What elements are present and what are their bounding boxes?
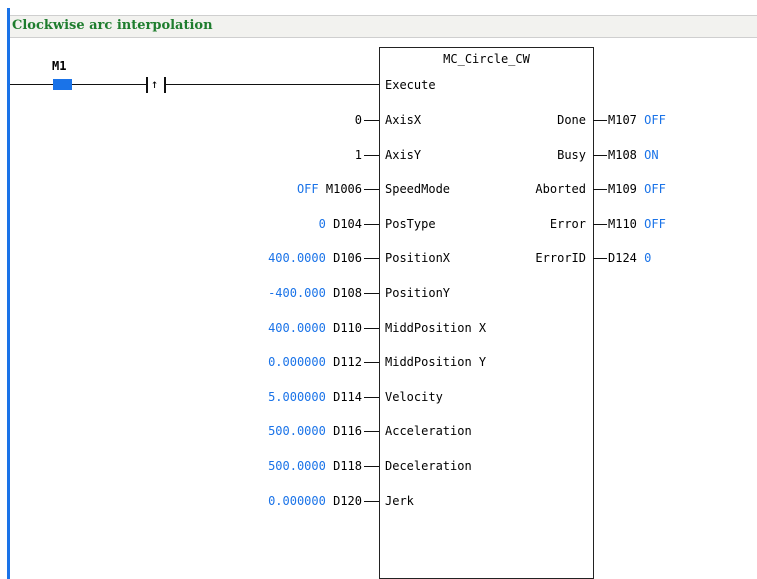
input-value-1[interactable]: 1 [355,148,362,162]
input-pin-label: MiddPosition Y [385,355,487,369]
input-value-0[interactable]: 0 [355,113,362,127]
output-pin-label: Done [557,113,586,127]
contact-m1-energized-indicator[interactable] [53,79,72,90]
input-live-value: -400.000 [268,286,326,300]
input-live-value: 0.000000 [268,355,326,369]
input-address: D106 [333,251,362,265]
input-live-value: OFF [296,182,319,196]
rung-wire-mid [72,84,146,85]
output-value-4[interactable]: D124 0 [608,251,651,265]
rising-edge-contact-left-bar [146,77,148,93]
output-connector [593,120,607,121]
input-connector [364,120,379,121]
output-pin-label: Error [549,217,586,231]
input-connector [364,328,379,329]
input-address: D104 [333,217,362,231]
input-pin-label: Jerk [385,494,414,508]
input-value-2[interactable]: OFF M1006 [297,182,362,196]
input-value-6[interactable]: 400.0000 D110 [268,321,362,335]
output-pin-label: Busy [557,148,586,162]
input-connector [364,501,379,502]
input-live-value: 0.000000 [268,494,326,508]
output-value-3[interactable]: M110 OFF [608,217,666,231]
output-address: M107 [608,113,637,127]
input-pin-label: SpeedMode [385,182,451,196]
input-connector [364,431,379,432]
input-address: D118 [333,459,362,473]
output-value-1[interactable]: M108 ON [608,148,659,162]
input-connector [364,293,379,294]
contact-m1-label: M1 [52,59,67,73]
left-power-rail [7,8,10,579]
output-pin-label: Aborted [535,182,586,196]
output-value-2[interactable]: M109 OFF [608,182,666,196]
input-value-3[interactable]: 0 D104 [319,217,362,231]
input-pin-label: AxisX [385,113,422,127]
input-address: D116 [333,424,362,438]
input-pin-label: Deceleration [385,459,472,473]
input-live-value: 400.0000 [268,251,326,265]
input-pin-label: PositionX [385,251,451,265]
input-address: D112 [333,355,362,369]
input-connector [364,258,379,259]
output-connector [593,155,607,156]
input-connector [364,362,379,363]
input-address: 0 [354,113,362,127]
output-live-value: ON [644,148,659,162]
output-live-value: OFF [644,217,666,231]
rung-wire-to-block [166,84,379,85]
input-value-11[interactable]: 0.000000 D120 [268,494,362,508]
input-live-value: 5.000000 [268,390,326,404]
output-live-value: OFF [644,113,666,127]
input-value-9[interactable]: 500.0000 D116 [268,424,362,438]
output-connector [593,258,607,259]
input-address: D108 [333,286,362,300]
input-connector [364,155,379,156]
rising-edge-contact-right-bar [164,77,166,93]
input-value-5[interactable]: -400.000 D108 [268,286,362,300]
input-value-7[interactable]: 0.000000 D112 [268,355,362,369]
input-value-8[interactable]: 5.000000 D114 [268,390,362,404]
input-address: 1 [354,148,362,162]
output-live-value: OFF [644,182,666,196]
input-pin-label: Acceleration [385,424,472,438]
input-pin-label: AxisY [385,148,422,162]
function-block-name: MC_Circle_CW [443,52,530,66]
output-live-value: 0 [644,251,652,265]
input-connector [364,397,379,398]
output-address: M108 [608,148,637,162]
output-address: M109 [608,182,637,196]
output-value-0[interactable]: M107 OFF [608,113,666,127]
input-live-value: 500.0000 [268,459,326,473]
input-pin-label: Velocity [385,390,443,404]
output-pin-label: ErrorID [535,251,586,265]
input-pin-label: MiddPosition X [385,321,487,335]
input-value-10[interactable]: 500.0000 D118 [268,459,362,473]
input-address: D110 [333,321,362,335]
input-connector [364,189,379,190]
input-address: D120 [333,494,362,508]
input-live-value: 0 [318,217,326,231]
rung-comment-title: Clockwise arc interpolation [12,18,213,33]
input-live-value: 400.0000 [268,321,326,335]
output-connector [593,224,607,225]
function-block-mc-circle-cw[interactable]: MC_Circle_CW Execute [379,47,594,579]
rising-edge-arrow-icon: ↑ [151,77,159,91]
input-connector [364,466,379,467]
input-connector [364,224,379,225]
output-connector [593,189,607,190]
input-pin-label: PositionY [385,286,451,300]
input-pin-label: PosType [385,217,436,231]
output-address: D124 [608,251,637,265]
rung-wire-left [10,84,53,85]
input-address: M1006 [325,182,362,196]
input-address: D114 [333,390,362,404]
pin-execute: Execute [385,78,436,92]
input-live-value: 500.0000 [268,424,326,438]
input-value-4[interactable]: 400.0000 D106 [268,251,362,265]
output-address: M110 [608,217,637,231]
rung-comment-bar[interactable]: Clockwise arc interpolation [10,15,757,38]
